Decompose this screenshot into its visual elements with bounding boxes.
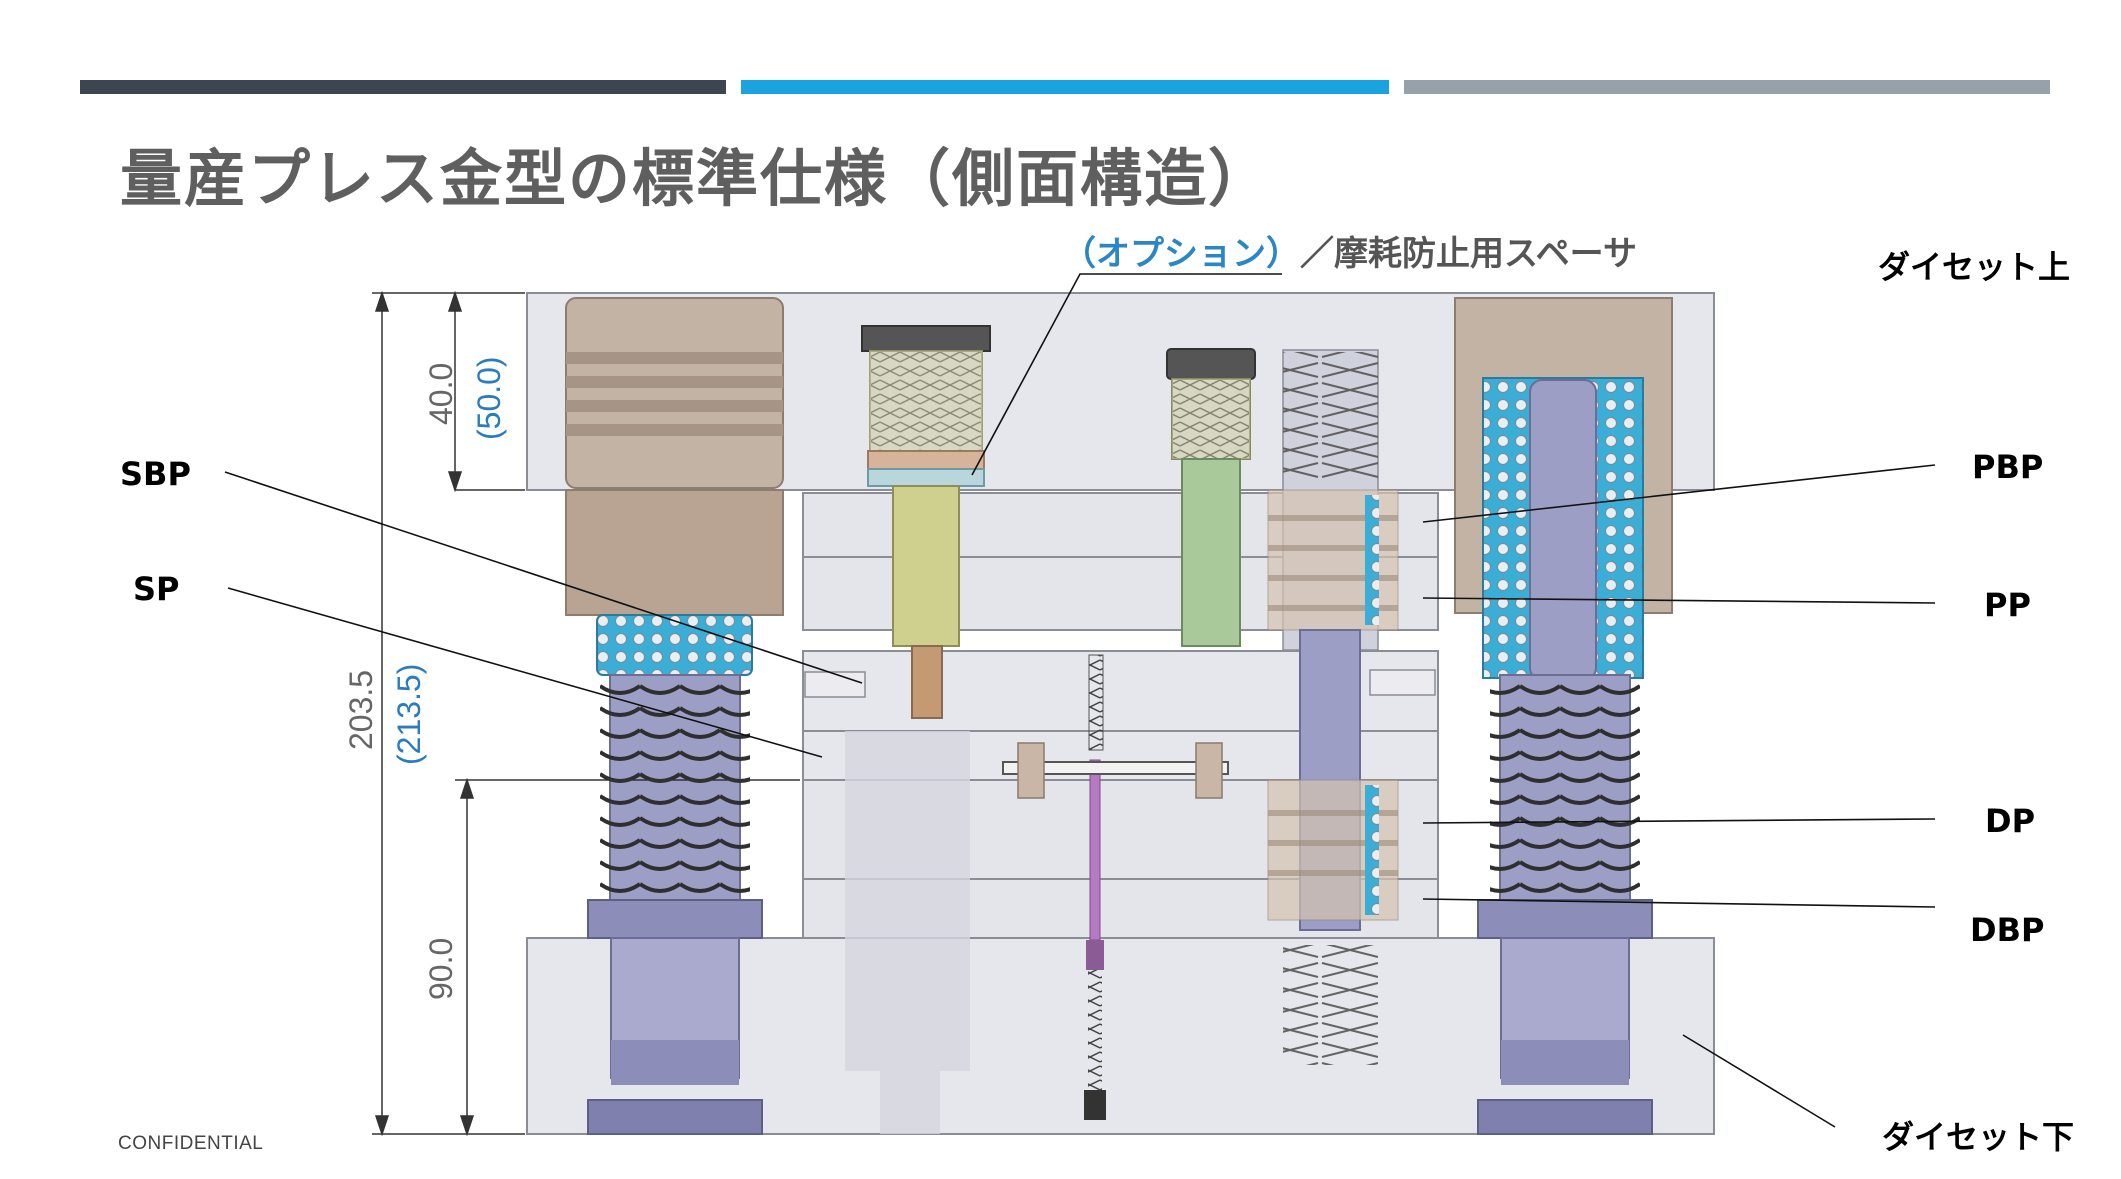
header-bar-gray bbox=[1404, 80, 2050, 94]
label-dieset-upper: ダイセット上 bbox=[1878, 248, 2071, 286]
option-note: （オプション）／摩耗防止用スペーサ bbox=[1062, 226, 1637, 275]
center-pin-assembly bbox=[1002, 654, 1229, 1120]
page-title: 量産プレス金型の標準仕様（側面構造） bbox=[120, 142, 1273, 215]
label-sbp: SBP bbox=[120, 455, 191, 493]
dim-total-height: 203.5 bbox=[343, 670, 379, 750]
header-bar-blue bbox=[741, 80, 1389, 94]
spring-punch-assembly bbox=[861, 325, 991, 719]
footer-confidential: CONFIDENTIAL bbox=[118, 1133, 264, 1154]
dimension-lines bbox=[372, 290, 800, 1137]
option-note-text: ／摩耗防止用スペーサ bbox=[1300, 234, 1637, 274]
label-dieset-lower: ダイセット下 bbox=[1882, 1118, 2075, 1156]
label-sp: SP bbox=[133, 570, 180, 608]
label-pbp: PBP bbox=[1972, 448, 2044, 486]
spring-punch-assembly-2 bbox=[1166, 348, 1256, 647]
right-guide-post bbox=[1454, 297, 1673, 1135]
dim-upper-plate-option: (50.0) bbox=[471, 356, 507, 440]
pilot-spring-assembly bbox=[1267, 349, 1399, 1065]
dim-total-height-option: (213.5) bbox=[391, 664, 427, 765]
label-pp: PP bbox=[1984, 586, 2031, 624]
label-dp: DP bbox=[1985, 802, 2036, 840]
dim-upper-plate: 40.0 bbox=[423, 363, 459, 425]
label-dbp: DBP bbox=[1970, 911, 2045, 949]
dim-lower-plate: 90.0 bbox=[423, 938, 459, 1000]
header-bar-dark bbox=[80, 80, 726, 94]
leader-lines bbox=[224, 273, 1936, 1128]
option-note-option: （オプション） bbox=[1062, 234, 1300, 274]
left-guide-post bbox=[565, 297, 784, 1135]
